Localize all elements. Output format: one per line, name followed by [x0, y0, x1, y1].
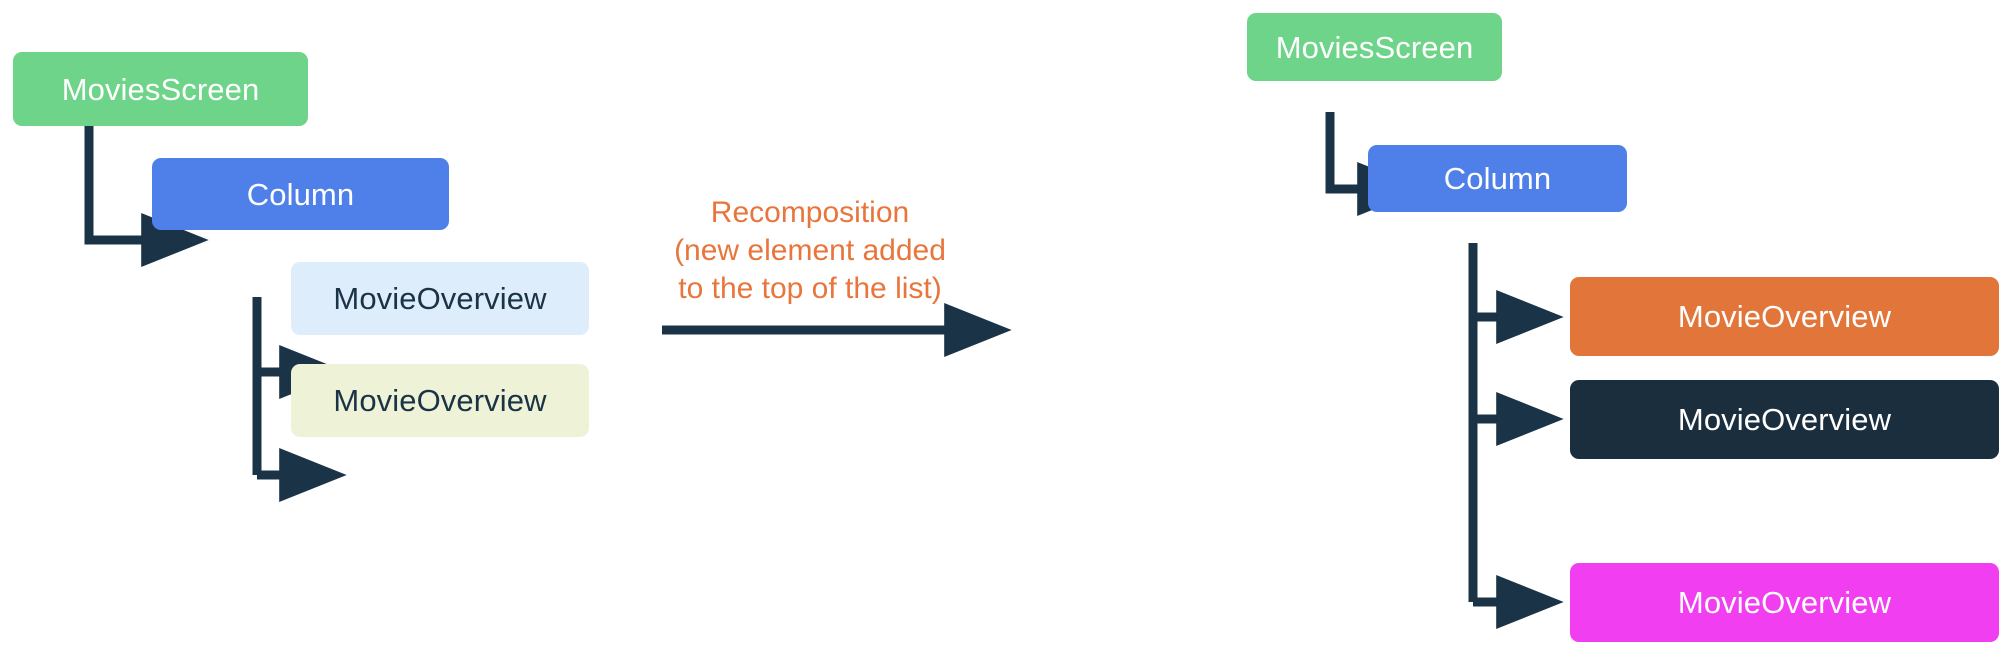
after-node-column[interactable]: Column [1368, 145, 1627, 212]
before-node-movies-screen-label: MoviesScreen [61, 71, 260, 107]
before-node-movie-overview-2-label: MovieOverview [333, 383, 547, 418]
after-node-column-label: Column [1443, 161, 1552, 196]
before-node-column[interactable]: Column [152, 158, 449, 230]
after-node-movie-overview-3[interactable]: MovieOverview [1570, 563, 1999, 642]
before-node-column-label: Column [246, 176, 355, 212]
recomposition-caption: Recomposition (new element added to the … [660, 194, 960, 308]
before-node-movies-screen[interactable]: MoviesScreen [13, 52, 308, 126]
after-node-movie-overview-3-label: MovieOverview [1677, 585, 1892, 620]
after-node-movie-overview-2-label: MovieOverview [1677, 402, 1892, 437]
recomposition-caption-line-1: Recomposition [710, 196, 910, 229]
after-node-movie-overview-1-label: MovieOverview [1677, 299, 1892, 334]
before-node-movie-overview-2[interactable]: MovieOverview [291, 364, 589, 437]
before-node-movie-overview-1-label: MovieOverview [333, 281, 547, 316]
connector-before-root-to-column [84, 126, 209, 267]
after-node-movies-screen-label: MoviesScreen [1275, 29, 1474, 65]
recomposition-caption-line-2: (new element added [674, 234, 946, 268]
after-node-movie-overview-1[interactable]: MovieOverview [1570, 277, 1999, 356]
before-node-movie-overview-1[interactable]: MovieOverview [291, 262, 589, 335]
after-node-movie-overview-2[interactable]: MovieOverview [1570, 380, 1999, 459]
connector-after-root-to-column [1325, 112, 1425, 216]
recomposition-caption-line-3: to the top of the list) [678, 272, 942, 306]
after-node-movies-screen[interactable]: MoviesScreen [1247, 13, 1502, 81]
